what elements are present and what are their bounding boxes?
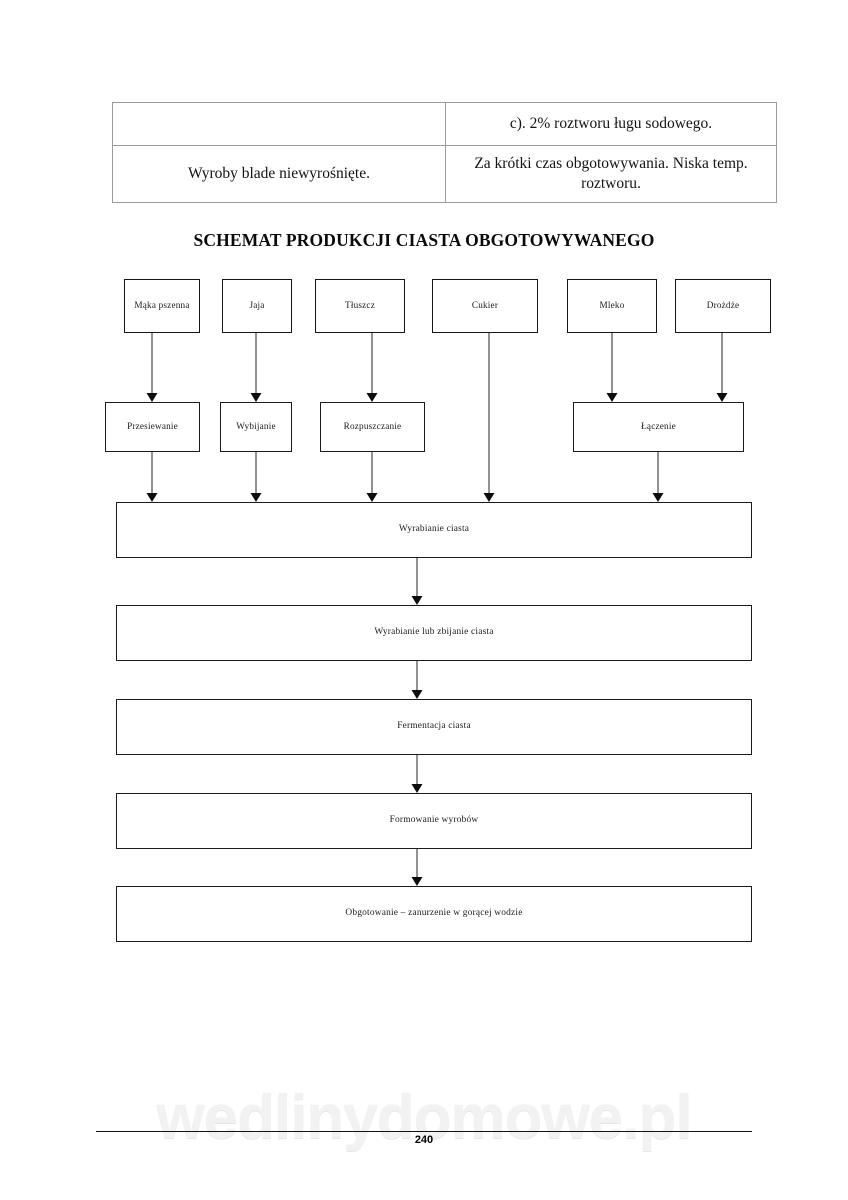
node-label: Obgotowanie – zanurzenie w gorącej wodzi… [345,908,523,919]
table-cell-defect: Wyroby blade niewyrośnięte. [112,145,446,203]
connector-tluszcz-to-rozpuszczanie [366,333,378,402]
stage-box-formowanie-wyrobow: Formowanie wyrobów [116,793,752,849]
connector-drozdze-to-laczenie [716,333,728,402]
footer-divider [96,1131,752,1132]
defects-table: c). 2% roztworu ługu sodowego. Wyroby bl… [112,102,777,203]
stage-box-wyrabianie-lub-zbijanie-ciasta: Wyrabianie lub zbijanie ciasta [116,605,752,661]
stage-box-wyrabianie-ciasta: Wyrabianie ciasta [116,502,752,558]
connector-formowanie-to-obgotowanie [411,849,423,886]
ingredient-box-tluszcz: Tłuszcz [315,279,405,333]
ingredient-box-drozdze: Drożdże [675,279,771,333]
stage-box-fermentacja-ciasta: Fermentacja ciasta [116,699,752,755]
table-cell-cause: Za krótki czas obgotowywania. Niska temp… [445,145,777,203]
operation-box-laczenie: Łączenie [573,402,744,452]
node-label: Mleko [599,300,625,311]
node-label: Łączenie [641,421,676,432]
stage-box-obgotowanie-zanurzenie-w-goracej-wod: Obgotowanie – zanurzenie w gorącej wodzi… [116,886,752,942]
node-label: Tłuszcz [345,300,375,311]
node-label: Fermentacja ciasta [397,721,471,732]
node-label: Wybijanie [236,421,276,432]
connector-zbijanie-to-fermentacja [411,661,423,699]
connector-maka-to-przesiewanie [146,333,158,402]
operation-box-wybijanie: Wybijanie [220,402,292,452]
operation-box-przesiewanie: Przesiewanie [105,402,200,452]
node-label: Drożdże [706,300,740,311]
connector-przesiewanie-to-wyrabianie [146,452,158,502]
node-label: Rozpuszczanie [343,421,402,432]
node-label: Formowanie wyrobów [389,815,479,826]
connector-wyrabianie-to-zbijanie [411,558,423,605]
connector-wybijanie-to-wyrabianie [250,452,262,502]
ingredient-box-mleko: Mleko [567,279,657,333]
connector-laczenie-to-wyrabianie [652,452,664,502]
table-row: Wyroby blade niewyrośnięte. Za krótki cz… [112,145,777,203]
node-label: Cukier [471,300,499,311]
connector-fermentacja-to-formowanie [411,755,423,793]
ingredient-box-cukier: Cukier [432,279,538,333]
connector-jaja-to-wybijanie [250,333,262,402]
node-label: Jaja [249,300,265,311]
ingredient-box-jaja: Jaja [222,279,292,333]
site-watermark: wedlinydomowe.pl [156,1083,692,1152]
node-label: Wyrabianie ciasta [398,524,470,535]
node-label: Mąka pszenna [134,300,190,311]
ingredient-box-maka-pszenna: Mąka pszenna [124,279,200,333]
connector-rozpuszczanie-to-wyrabianie [366,452,378,502]
scheme-title: SCHEMAT PRODUKCJI CIASTA OBGOTOWYWANEGO [193,230,655,250]
connector-cukier-to-wyrabianie [483,333,495,502]
page-number: 240 [414,1134,434,1146]
operation-box-rozpuszczanie: Rozpuszczanie [320,402,425,452]
node-label: Wyrabianie lub zbijanie ciasta [374,627,494,638]
connector-mleko-to-laczenie [606,333,618,402]
node-label: Przesiewanie [127,421,178,432]
